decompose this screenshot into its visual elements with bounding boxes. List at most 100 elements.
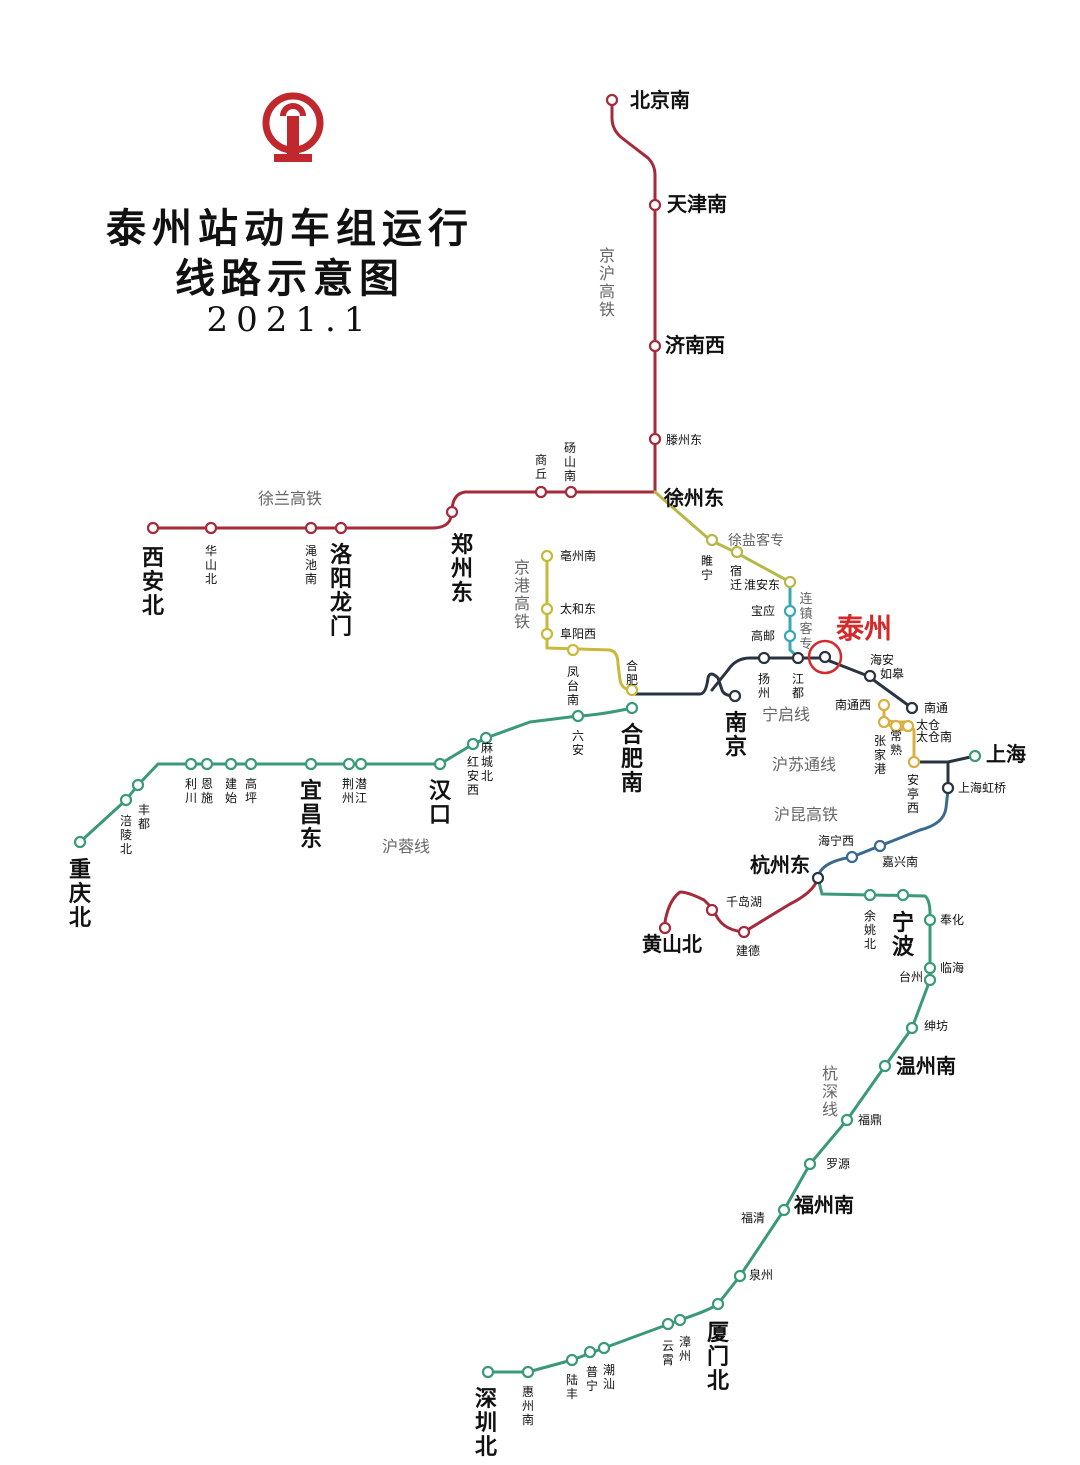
station-node-gaoyou <box>783 629 797 643</box>
label-xianbei: 西安北 <box>142 546 164 619</box>
station-node-antingxi <box>907 755 921 769</box>
station-node-nanjing <box>728 689 742 703</box>
label-jingzhou: 荆州 <box>342 777 354 805</box>
station-node-huaian <box>783 575 797 589</box>
label-liuan: 六安 <box>572 729 584 757</box>
label-fengdu: 丰都 <box>138 803 150 831</box>
label-jinanxi: 济南西 <box>665 333 725 357</box>
label-huangshanbei: 黄山北 <box>642 932 702 956</box>
label-taizhou_zj: 台州 <box>899 969 923 984</box>
station-node-qianjiang <box>354 757 368 771</box>
label-yangzhou: 扬州 <box>758 671 770 700</box>
station-node-macheng <box>479 731 493 745</box>
label-jianshi: 建始 <box>225 777 237 805</box>
label-fuding: 福鼎 <box>858 1112 882 1127</box>
label-line-jinghu: 京沪高铁 <box>599 246 615 319</box>
label-nantong: 南通 <box>924 700 948 715</box>
station-node-yuyao <box>863 888 877 902</box>
station-node-nantongxi <box>877 698 891 712</box>
station-node-zhengzhoudong <box>445 505 459 519</box>
label-hefeinan: 合肥南 <box>621 722 644 796</box>
label-quanzhou: 泉州 <box>749 1268 773 1282</box>
station-node-xian <box>146 521 160 535</box>
label-beijingnan: 北京南 <box>630 88 690 112</box>
label-fuzhounan: 福州南 <box>793 1193 854 1217</box>
station-node-huizhou <box>521 1365 535 1379</box>
station-node-xiamen <box>711 1297 725 1311</box>
station-node-fuding <box>840 1113 854 1127</box>
label-jiande: 建德 <box>736 943 760 958</box>
station-node-quanzhou <box>733 1269 747 1283</box>
station-node-huangshan <box>658 921 672 935</box>
label-nanjing: 南京 <box>725 711 747 760</box>
station-node-shenzhen <box>481 1365 495 1379</box>
station-node-linhai <box>923 961 937 975</box>
station-node-suqian <box>730 545 744 559</box>
label-luoyuan: 罗源 <box>826 1157 850 1171</box>
label-huaiandong: 淮安东 <box>744 577 780 592</box>
station-node-jiande <box>737 925 751 939</box>
label-dangshannan: 砀山南 <box>564 441 576 483</box>
station-node-luoyuan <box>803 1157 817 1171</box>
station-node-hefeinan <box>625 701 639 715</box>
map-title-line1: 泰州站动车组运行 <box>106 206 474 252</box>
station-node-shangqiu <box>534 485 548 499</box>
station-node-zhangjiagang <box>877 715 891 729</box>
line-jinghu <box>610 98 657 494</box>
station-node-fuzhou <box>777 1203 791 1217</box>
station-node-dangshannan <box>564 485 578 499</box>
station-node-liuan <box>571 709 585 723</box>
label-hankou: 汉口 <box>429 779 452 828</box>
label-taicang: 太仓 <box>916 717 940 732</box>
label-huizhounan: 惠州南 <box>522 1385 534 1427</box>
station-node-jingzhou <box>342 757 356 771</box>
label-shenzhenbei: 深圳北 <box>475 1387 497 1460</box>
label-line-hurong: 沪蓉线 <box>382 837 430 856</box>
label-mianchinan: 渑池南 <box>305 544 317 586</box>
label-line-ningqi: 宁启线 <box>762 705 810 724</box>
line-huangshan <box>663 876 820 934</box>
label-shenfang: 绅坊 <box>924 1018 948 1033</box>
label-fenghua: 奉化 <box>940 913 964 927</box>
line-hukun <box>816 788 950 880</box>
label-line-xulan: 徐兰高铁 <box>258 489 322 508</box>
label-shanghai: 上海 <box>986 742 1026 766</box>
station-node-hongan <box>466 737 480 751</box>
station-node-puning <box>583 1345 597 1359</box>
station-node-hankou <box>433 757 447 771</box>
station-node-jiangdu <box>791 651 805 665</box>
station-node-fuling <box>119 793 133 807</box>
label-ningbo: 宁波 <box>892 910 915 960</box>
label-zhangzhou: 漳州 <box>679 1334 691 1363</box>
station-node-taizhou-zj <box>923 973 937 987</box>
station-node-beijingnan <box>605 93 619 107</box>
label-enshi: 恩施 <box>201 777 213 805</box>
label-shangqiu: 商丘 <box>535 452 547 481</box>
station-node-taizhou <box>818 650 832 664</box>
station-node-baoying <box>783 604 797 618</box>
station-node-shanghai <box>968 749 982 763</box>
station-node-zhangzhou <box>673 1313 687 1327</box>
station-node-fengtai <box>566 643 580 657</box>
label-fengtainan: 凤台南 <box>567 665 579 707</box>
label-nantongxi: 南通西 <box>835 697 871 712</box>
station-node-hefei <box>625 683 639 697</box>
station-node-jiaxing <box>873 839 887 853</box>
station-node-haian <box>863 669 877 683</box>
label-zhengzhoudong: 郑州东 <box>451 533 473 606</box>
station-node-yichang <box>304 757 318 771</box>
label-yunxiao: 云霄 <box>662 1339 674 1367</box>
label-line-xuyan: 徐盐客专 <box>728 532 784 549</box>
label-haian: 海安 <box>870 652 894 667</box>
station-node-huashan <box>204 521 218 535</box>
label-hefei: 合肥 <box>626 658 638 687</box>
label-chongqingbei: 重庆北 <box>69 858 91 931</box>
station-node-gaoping <box>244 757 258 771</box>
label-hangzhoudong: 杭州东 <box>750 853 810 877</box>
station-node-lufeng <box>565 1353 579 1367</box>
station-node-lichuan <box>184 757 198 771</box>
label-xiamenbei: 厦门北 <box>707 1321 729 1394</box>
label-hainingxi: 海宁西 <box>818 833 854 848</box>
label-bozhounan: 亳州南 <box>560 548 596 563</box>
label-jiaxingnan: 嘉兴南 <box>882 854 918 869</box>
